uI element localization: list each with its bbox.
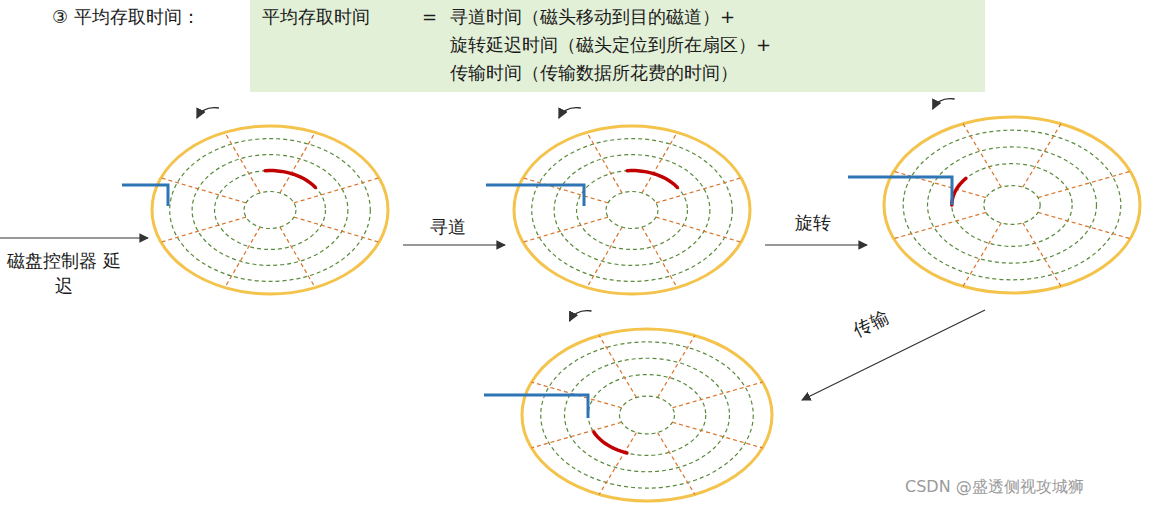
disk-track	[215, 171, 326, 250]
formula-text: 旋转延迟时间（磁头定位到所在扇区）+	[450, 34, 771, 56]
sector-arc	[265, 171, 315, 188]
head-arm	[486, 185, 584, 206]
sector-line	[963, 124, 1001, 187]
sector-line	[280, 227, 315, 288]
sector-line	[894, 171, 986, 197]
disk-track	[952, 164, 1072, 247]
sector-line	[587, 227, 622, 288]
disk-platter	[522, 329, 772, 501]
formula-text: 平均存取时间	[262, 6, 370, 28]
sector-line	[963, 223, 1001, 286]
sector-line	[523, 217, 608, 242]
flow-arrow	[802, 310, 985, 400]
sector-line	[599, 336, 636, 398]
sector-line	[587, 132, 622, 193]
sector-line	[1038, 212, 1130, 238]
sector-line	[1023, 223, 1061, 286]
disk-track	[192, 155, 348, 266]
head-arm	[484, 395, 588, 418]
disk-track	[577, 171, 688, 250]
disk-track	[170, 139, 371, 282]
sector-line	[161, 217, 246, 242]
disk-platter	[152, 126, 388, 294]
sector-arc	[627, 171, 677, 188]
sector-line	[294, 217, 379, 242]
flow-arrow	[0, 237, 148, 238]
disk-track	[588, 375, 706, 456]
sector-line	[894, 212, 986, 238]
disk-platter	[884, 117, 1140, 293]
rotation-arrow	[559, 108, 581, 118]
step-label: 旋转	[795, 212, 831, 234]
sector-line	[225, 227, 260, 288]
sector-line	[656, 217, 741, 242]
sector-line	[672, 382, 762, 408]
disk-track	[903, 130, 1121, 280]
head-arm	[122, 185, 168, 206]
flow-arrow	[765, 244, 867, 245]
source-watermark: CSDN @盛透侧视攻城狮	[905, 476, 1084, 498]
disk-track	[541, 342, 754, 488]
sector-line	[658, 432, 695, 494]
rotation-arrow	[570, 311, 592, 321]
step-label: 寻道	[430, 216, 466, 238]
sector-line	[642, 227, 677, 288]
disk-track	[554, 155, 710, 266]
sector-line	[225, 132, 260, 193]
sector-line	[672, 422, 762, 448]
delay-label: 磁盘控制器 延迟	[2, 248, 126, 298]
sector-line	[523, 178, 608, 203]
formula-text: 寻道时间（磁头移动到目的磁道）+	[450, 6, 735, 28]
flow-arrow	[403, 244, 505, 245]
section-heading: ③ 平均存取时间：	[52, 6, 200, 28]
formula-panel: 平均存取时间 = 寻道时间（磁头移动到目的磁道）+ 旋转延迟时间（磁头定位到所在扇区）…	[250, 0, 985, 92]
sector-line	[161, 178, 246, 203]
disk-platter	[514, 126, 750, 294]
disk-hub	[244, 192, 296, 229]
head-arm	[848, 177, 952, 205]
rotation-arrow	[933, 99, 955, 109]
disk-hub	[606, 192, 658, 229]
disk-track	[532, 139, 733, 282]
rotation-arrow	[197, 108, 219, 118]
sector-line	[1038, 171, 1130, 197]
formula-text: 传输时间（传输数据所花费的时间）	[450, 62, 738, 84]
sector-arc	[594, 432, 627, 453]
sector-line	[1023, 124, 1061, 187]
formula-text: =	[422, 6, 437, 28]
disk-hub	[984, 186, 1040, 225]
sector-line	[658, 336, 695, 398]
disk-hub	[620, 396, 675, 434]
sector-arc	[952, 178, 966, 205]
step-label: 传输	[850, 306, 892, 342]
